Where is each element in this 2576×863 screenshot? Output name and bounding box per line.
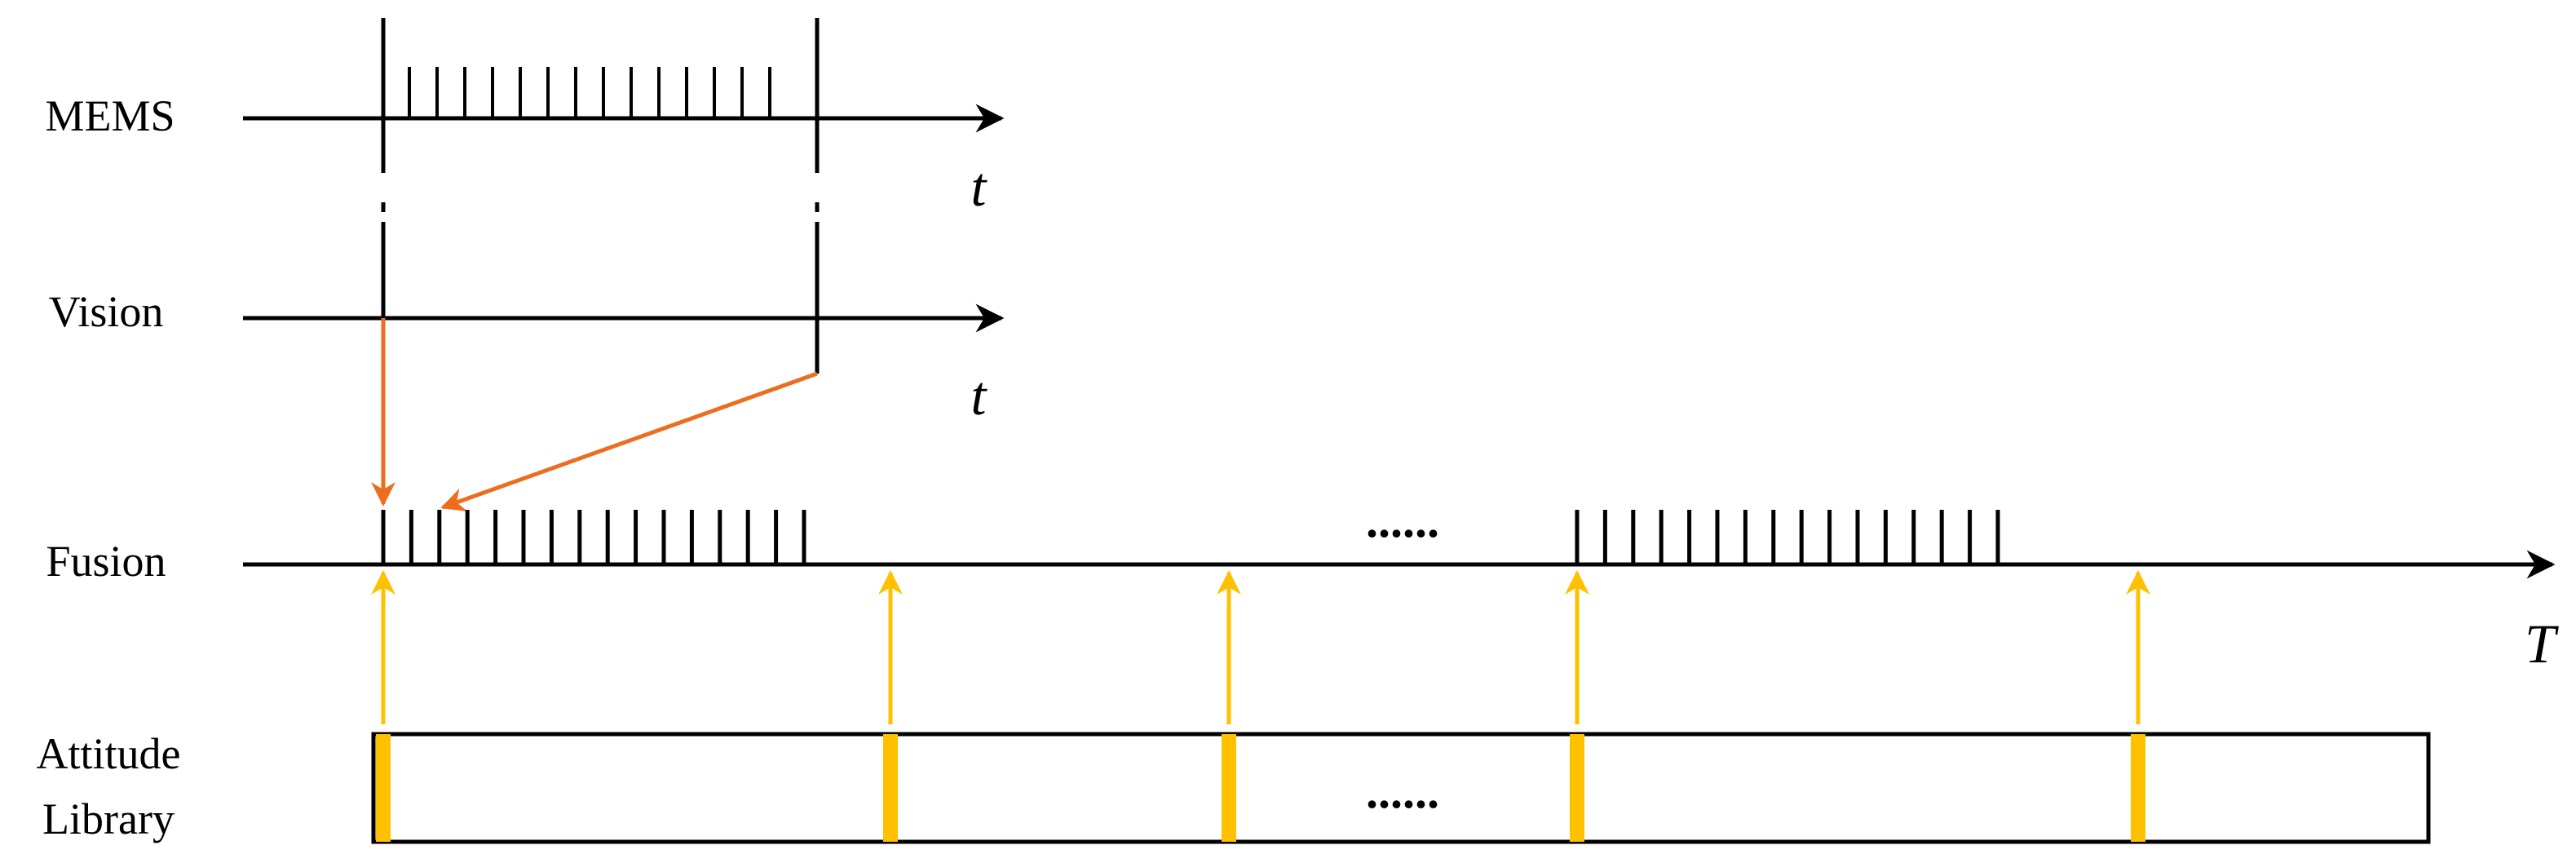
library-marker (2131, 734, 2145, 842)
vision-axis-symbol: t (971, 365, 988, 427)
fusion-row-label: Fusion (46, 537, 166, 586)
library-marker (1570, 734, 1584, 842)
library-row (371, 570, 2431, 844)
vision-row-label: Vision (49, 287, 164, 336)
library-markers (376, 734, 2145, 842)
library-ellipsis: ...... (1366, 764, 1439, 818)
fusion-ellipsis: ...... (1366, 493, 1439, 547)
attitude-library-box (371, 732, 2431, 844)
fusion-ticks (381, 510, 2000, 564)
mems-row-label: MEMS (45, 91, 175, 140)
library-marker (883, 734, 898, 842)
mems-row (243, 18, 1005, 173)
fusion-row (243, 510, 2556, 579)
library-marker (1222, 734, 1236, 842)
library-marker (376, 734, 391, 842)
library-row-label-line1: Attitude (37, 729, 181, 778)
vision-row (243, 202, 1005, 374)
vision-end-to-fusion-arrow (440, 371, 818, 512)
mems-ticks (408, 67, 771, 118)
library-to-fusion-arrows (371, 570, 2150, 724)
fusion-axis-symbol: T (2525, 613, 2559, 675)
mems-axis-symbol: t (971, 156, 988, 218)
library-row-label-line2: Library (42, 794, 175, 843)
